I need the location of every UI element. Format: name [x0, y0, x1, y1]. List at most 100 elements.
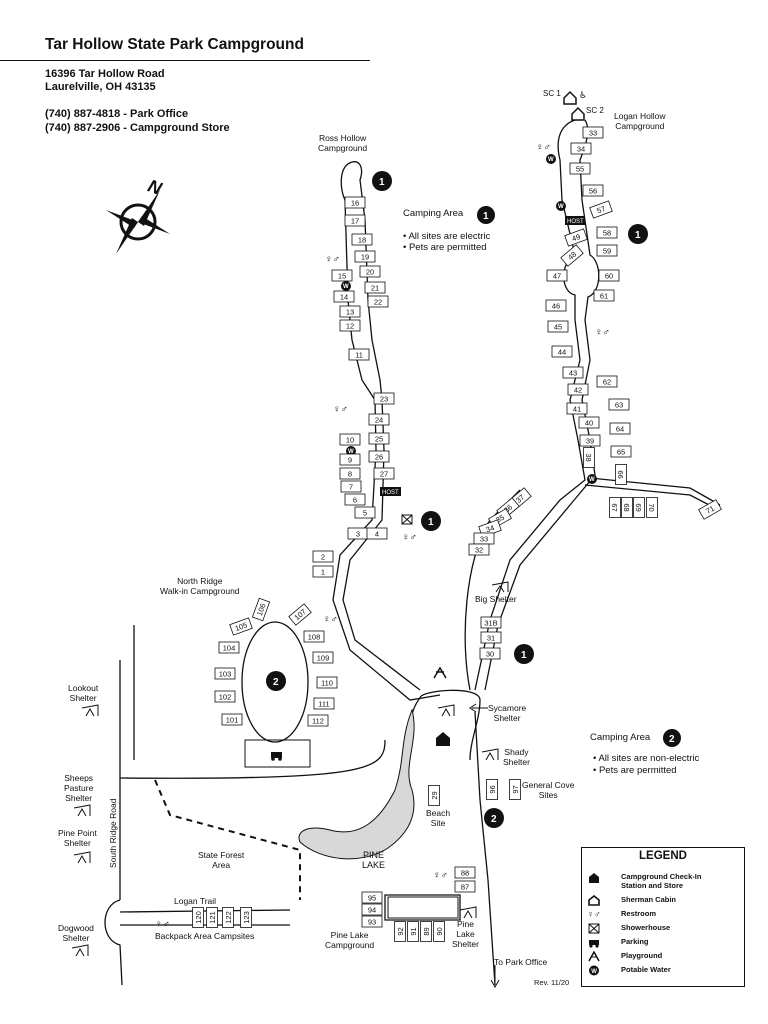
- campsite-box: 11: [348, 348, 370, 361]
- campsite-box: 8: [339, 467, 361, 480]
- campsite-box: 34: [570, 142, 592, 155]
- restroom-icon: ♀♂: [333, 404, 348, 415]
- campsite-number: 22: [374, 297, 382, 306]
- campsite-box: 49: [564, 228, 588, 247]
- sheeps-pasture-shelter-label: Sheeps Pasture Shelter: [64, 773, 94, 803]
- logan-trail-label: Logan Trail: [174, 896, 217, 906]
- campsite-box: 63: [608, 398, 630, 411]
- campsite-box: 87: [454, 880, 476, 893]
- area-marker: 2: [491, 814, 497, 825]
- beach-site-label: Beach Site: [426, 808, 451, 828]
- campsite-box: 108: [303, 630, 325, 643]
- legend-item-parking: Parking: [587, 937, 649, 948]
- ross-hollow-label: Ross Hollow Campground: [318, 133, 368, 153]
- state-forest-boundary: [154, 779, 301, 900]
- cabin-icon: [587, 894, 601, 906]
- campsite-number: 1: [321, 567, 325, 576]
- water-icon: W: [556, 201, 566, 211]
- campsite-number: 21: [371, 283, 379, 292]
- campsite-number: 38: [584, 453, 593, 461]
- showerhouse-icon: [401, 514, 413, 525]
- campsite-box: 62: [596, 375, 618, 388]
- campsite-number: 102: [219, 692, 232, 701]
- campsite-box: 15: [331, 269, 353, 282]
- campsite-number: 4: [375, 529, 379, 538]
- big-shelter-label: Big Shelter: [475, 594, 517, 604]
- svg-text:W: W: [548, 157, 554, 163]
- campsite-number: 9: [348, 455, 352, 464]
- dogwood-shelter-label: Dogwood Shelter: [58, 923, 94, 943]
- campsite-box: 32: [468, 543, 490, 556]
- checkin-icon: [436, 732, 450, 746]
- campsite-box: 41: [566, 402, 588, 415]
- legend: LEGEND Campground Check-In Station and S…: [581, 847, 745, 987]
- campsite-number: 41: [573, 404, 581, 413]
- campsite-number: 19: [361, 252, 369, 261]
- campsite-number: 103: [219, 669, 232, 678]
- legend-item-playground: Playground: [587, 950, 662, 962]
- roads: [104, 119, 721, 986]
- restroom-icon: ♀♂: [433, 870, 448, 881]
- campsite-box: 26: [368, 450, 390, 463]
- campsite-box: 111: [313, 697, 335, 710]
- campsite-number: 26: [375, 452, 383, 461]
- campsite-number: 27: [380, 469, 388, 478]
- campsite-number: 122: [224, 911, 233, 924]
- campsite-box: 70: [646, 497, 658, 518]
- campsite-number: 40: [585, 418, 593, 427]
- legend-item-water: W Potable Water: [587, 965, 671, 976]
- campsite-number: 6: [353, 495, 357, 504]
- campsite-box: 3: [347, 527, 369, 540]
- campsite-box: 1: [312, 565, 334, 578]
- campsite-box: 121: [206, 907, 218, 928]
- campsite-box: 45: [547, 320, 569, 333]
- campsite-box: 109: [312, 651, 334, 664]
- campsite-box: 33: [582, 126, 604, 139]
- lookout-shelter-label: Lookout Shelter: [68, 683, 99, 703]
- north-ridge-label: North Ridge Walk-in Campground: [160, 576, 240, 596]
- campsite-box: 103: [214, 667, 236, 680]
- restroom-icon: ♀♂: [402, 532, 417, 543]
- campsite-box: 65: [610, 445, 632, 458]
- campsite-box: 105: [229, 617, 253, 636]
- water-icon: W: [587, 965, 601, 976]
- campsite-number: 20: [366, 267, 374, 276]
- campsite-box: 106: [251, 597, 271, 622]
- campsite-box: 16: [344, 196, 366, 209]
- campsite-number: 10: [346, 435, 354, 444]
- campsite-number: 5: [363, 508, 367, 517]
- campsite-box: 58: [596, 226, 618, 239]
- campsite-box: 38: [583, 447, 595, 468]
- campsite-number: 71: [704, 504, 716, 516]
- campsite-box: 31: [480, 631, 502, 644]
- restroom-icons: ♀♂ ♀♂ ♀♂ ♀♂ ♀♂ ♀♂ ♀♂ ♀♂: [155, 142, 610, 930]
- campsite-box: 9: [339, 453, 361, 466]
- accessible-icon: ♿: [579, 90, 587, 100]
- campsite-number: 11: [355, 350, 363, 359]
- park-office-phone: (740) 887-4818 - Park Office: [45, 108, 189, 120]
- restroom-icon: ♀♂: [595, 327, 610, 338]
- sc2-label: SC 2: [586, 106, 604, 115]
- svg-text:1: 1: [483, 211, 489, 222]
- campsite-box: 48: [560, 244, 584, 267]
- campsite-number: 56: [589, 186, 597, 195]
- campsite-number: 14: [340, 292, 348, 301]
- campsite-number: 17: [351, 216, 359, 225]
- title-rule: [0, 60, 370, 61]
- campsite-box: 5: [354, 506, 376, 519]
- address-line-2: Laurelville, OH 43135: [45, 81, 156, 93]
- campsite-box: 93: [361, 915, 383, 928]
- campsite-number: 64: [616, 424, 624, 433]
- campsite-box: 46: [545, 299, 567, 312]
- restroom-icon: ♀♂: [587, 909, 601, 919]
- svg-text:W: W: [558, 204, 564, 210]
- campsite-number: 109: [317, 653, 330, 662]
- campsite-number: 3: [356, 529, 360, 538]
- campsite-box: 110: [316, 676, 338, 689]
- camping-area-2-marker: 2: [663, 729, 681, 747]
- campsite-number: 33: [589, 128, 597, 137]
- campsite-number: 29: [430, 791, 439, 799]
- campsite-number: 92: [396, 927, 405, 935]
